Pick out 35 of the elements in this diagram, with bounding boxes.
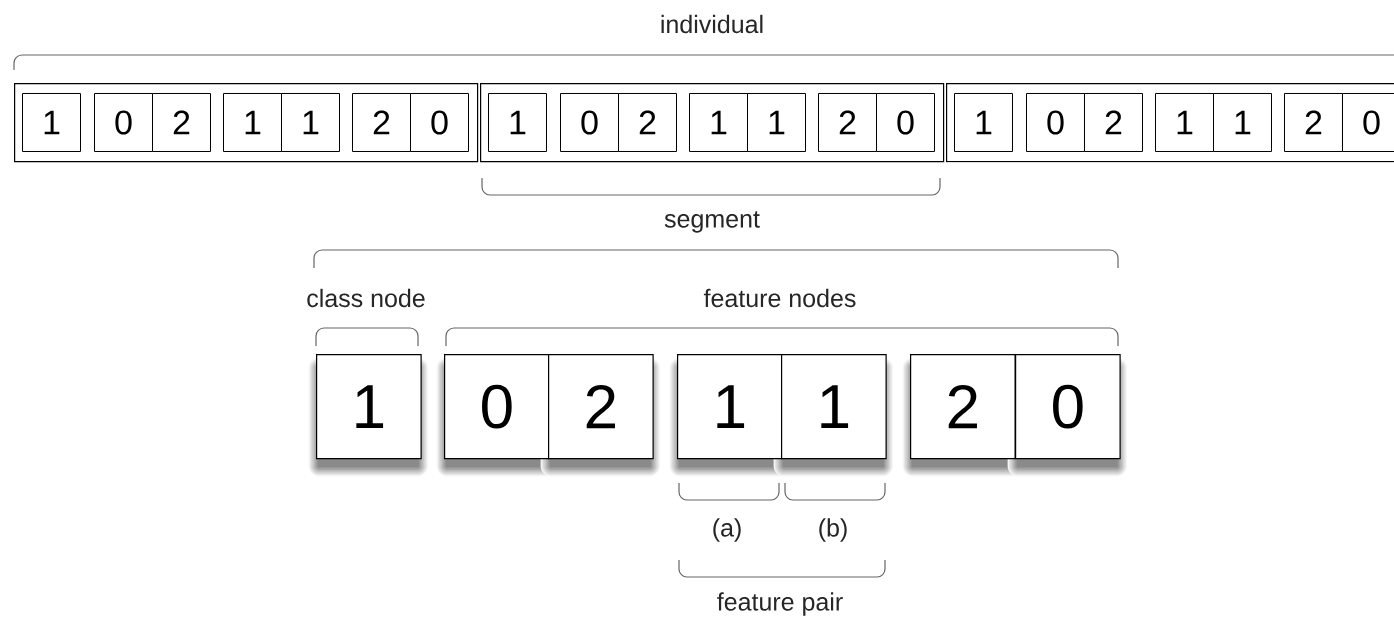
digit-cell: 2 bbox=[1084, 93, 1143, 152]
bracket-label: (b) bbox=[819, 518, 847, 542]
bracket-label: segment bbox=[664, 211, 760, 233]
bracket-label: class node bbox=[307, 288, 425, 308]
digit-cell: 0 bbox=[1015, 354, 1121, 460]
digit-cell: 1 bbox=[689, 93, 748, 152]
digit-cell: 1 bbox=[954, 93, 1013, 152]
digit-cell: 2 bbox=[910, 354, 1016, 460]
bracket-label: (a) bbox=[713, 518, 741, 542]
bracket-label: individual bbox=[661, 14, 763, 34]
bracket-label: feature nodes bbox=[703, 288, 856, 308]
digit-cell: 2 bbox=[618, 93, 677, 152]
digit-cell: 1 bbox=[781, 354, 887, 460]
digit-cell: 2 bbox=[1284, 93, 1343, 152]
digit-cell: 1 bbox=[316, 354, 422, 460]
digit-cell: 1 bbox=[223, 93, 282, 152]
digit-cell: 2 bbox=[548, 354, 654, 460]
digit-cell: 2 bbox=[818, 93, 877, 152]
digit-cell: 0 bbox=[560, 93, 619, 152]
digit-cell: 0 bbox=[876, 93, 935, 152]
bracket-label: feature pair bbox=[717, 592, 843, 616]
digit-cell: 1 bbox=[281, 93, 340, 152]
digit-cell: 0 bbox=[410, 93, 469, 152]
digit-cell: 2 bbox=[352, 93, 411, 152]
digit-cell: 1 bbox=[747, 93, 806, 152]
digit-cell: 0 bbox=[1342, 93, 1394, 152]
digit-cell: 1 bbox=[488, 93, 547, 152]
digit-cell: 1 bbox=[1213, 93, 1272, 152]
digit-cell: 1 bbox=[1155, 93, 1214, 152]
digit-cell: 0 bbox=[1026, 93, 1085, 152]
digit-cell: 1 bbox=[677, 354, 783, 460]
digit-cell: 0 bbox=[94, 93, 153, 152]
digit-cell: 0 bbox=[444, 354, 550, 460]
digit-cell: 2 bbox=[152, 93, 211, 152]
digit-cell: 1 bbox=[22, 93, 81, 152]
